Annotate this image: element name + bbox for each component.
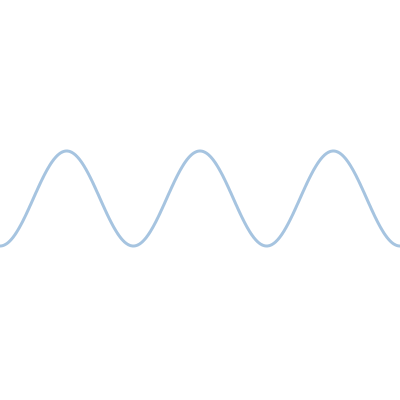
sine-wave-line [0, 149, 400, 248]
